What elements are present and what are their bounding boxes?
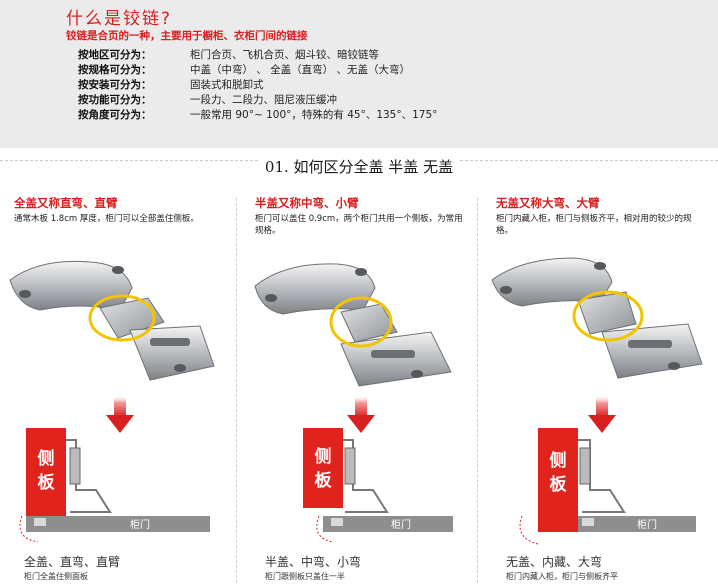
classification-row: 按地区可分为： 柜门合页、飞机合页、烟斗铰、暗铰链等: [78, 48, 437, 63]
column-title: 全盖又称直弯、直臂: [14, 196, 118, 210]
intro-title: 什么是铰链?: [66, 9, 173, 29]
intro-definition: 铰链是合页的一种，主要用于橱柜、衣柜门间的链接: [66, 30, 308, 42]
section-title-text: 01. 如何区分全盖 半盖 无盖: [258, 158, 460, 176]
classification-value: 固装式和脱卸式: [190, 79, 264, 91]
classification-label: 按安装可分为：: [78, 79, 152, 91]
overlay-diagram: 侧 板 柜门: [303, 428, 453, 543]
classification-label: 按功能可分为：: [78, 94, 152, 106]
column-subcaption: 柜门内藏入柜，柜门与侧板齐平: [506, 572, 618, 581]
column-subcaption: 柜门跟侧板只盖住一半: [265, 572, 345, 581]
side-panel-label-2: 板: [38, 472, 56, 493]
side-panel-label: 侧: [38, 448, 55, 469]
column-description: 柜门可以盖住 0.9cm，两个柜门共用一个侧板，为常用规格。: [255, 214, 463, 236]
overlay-diagram: 侧 板 柜门: [19, 428, 210, 543]
column-separator: [477, 198, 478, 583]
classification-row: 按功能可分为： 一段力、二段力、阻尼液压缓冲: [78, 93, 437, 108]
svg-text:侧: 侧: [315, 446, 332, 467]
svg-text:侧: 侧: [550, 450, 567, 471]
column-caption: 半盖、中弯、小弯: [265, 555, 362, 569]
down-arrow-icon: [588, 395, 616, 433]
classification-label: 按地区可分为：: [78, 49, 152, 61]
overlay-diagram: 侧 板 柜门: [519, 428, 696, 545]
classification-value: 一段力、二段力、阻尼液压缓冲: [190, 94, 337, 106]
classification-row: 按规格可分为： 中盖（中弯） 、 全盖（直弯） 、无盖（大弯）: [78, 63, 437, 78]
column-half-overlay: 半盖又称中弯、小臂 柜门可以盖住 0.9cm，两个柜门共用一个侧板，为常用规格。…: [241, 195, 473, 588]
door-label: 柜门: [391, 518, 411, 531]
hinge-illustration: [9, 260, 215, 381]
column-caption: 全盖、直弯、直臂: [24, 555, 121, 569]
down-arrow-icon: [347, 395, 375, 433]
classification-value: 柜门合页、飞机合页、烟斗铰、暗铰链等: [190, 49, 379, 61]
svg-text:板: 板: [315, 470, 333, 491]
column-description: 柜门内藏入柜，柜门与侧板齐平，相对用的较少的规格。: [496, 214, 692, 236]
column-separator: [236, 198, 237, 583]
svg-text:板: 板: [550, 474, 568, 495]
hinge-illustration: [254, 263, 452, 387]
column-full-overlay: 全盖又称直弯、直臂 通常木板 1.8cm 厚度，柜门可以全部盖住侧板。 侧 板 …: [0, 195, 232, 588]
column-caption: 无盖、内藏、大弯: [506, 555, 603, 569]
column-no-overlay: 无盖又称大弯、大臂 柜门内藏入柜，柜门与侧板齐平，相对用的较少的规格。 侧 板 …: [482, 195, 714, 588]
classification-label: 按角度可分为：: [78, 109, 152, 121]
hinge-illustration: [491, 257, 703, 379]
intro-panel: 什么是铰链? 铰链是合页的一种，主要用于橱柜、衣柜门间的链接 按地区可分为： 柜…: [0, 0, 718, 148]
column-title: 半盖又称中弯、小臂: [255, 196, 359, 210]
door-label: 柜门: [130, 518, 150, 531]
classification-row: 按安装可分为： 固装式和脱卸式: [78, 78, 437, 93]
classification-list: 按地区可分为： 柜门合页、飞机合页、烟斗铰、暗铰链等 按规格可分为： 中盖（中弯…: [78, 48, 437, 123]
section-title: 01. 如何区分全盖 半盖 无盖: [0, 156, 718, 177]
classification-value: 一般常用 90°~ 100°，特殊的有 45°、135°、175°: [190, 109, 438, 121]
classification-value: 中盖（中弯） 、 全盖（直弯） 、无盖（大弯）: [190, 64, 411, 76]
classification-row: 按角度可分为： 一般常用 90°~ 100°，特殊的有 45°、135°、175…: [78, 108, 437, 123]
door-label: 柜门: [637, 518, 657, 531]
column-title: 无盖又称大弯、大臂: [496, 196, 600, 210]
classification-label: 按规格可分为：: [78, 64, 152, 76]
down-arrow-icon: [106, 395, 134, 433]
column-subcaption: 柜门全盖住侧面板: [24, 572, 88, 581]
column-description: 通常木板 1.8cm 厚度，柜门可以全部盖住侧板。: [14, 214, 199, 224]
